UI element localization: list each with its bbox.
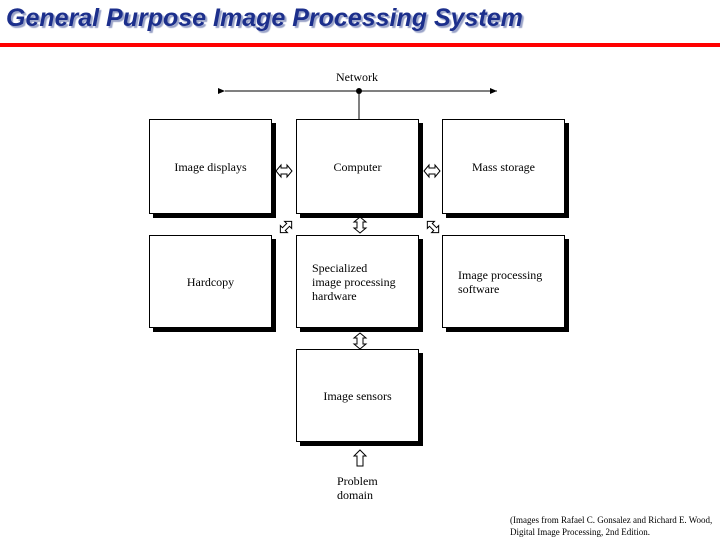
mass-storage-label: Mass storage [472, 159, 535, 174]
mass-storage-box: Mass storage [442, 119, 565, 214]
image-sensors-label: Image sensors [323, 388, 392, 403]
hardcopy-label: Hardcopy [186, 274, 235, 289]
double-arrow-icon [352, 332, 368, 350]
image-displays-label: Image displays [174, 159, 247, 174]
image-processing-software-box: Image processing software [442, 235, 565, 328]
double-arrow-icon [423, 163, 441, 179]
image-processing-software-label: Image processing software [458, 267, 543, 296]
title-divider [0, 43, 720, 47]
double-arrow-icon [352, 216, 368, 234]
source-citation: (Images from Rafael C. Gonsalez and Rich… [510, 515, 713, 537]
computer-label: Computer [333, 159, 382, 174]
image-sensors-box: Image sensors [296, 349, 419, 442]
up-arrow-icon [352, 449, 368, 467]
computer-box: Computer [296, 119, 419, 214]
double-arrow-icon [426, 220, 440, 234]
slide-title: General Purpose Image Processing System [6, 4, 523, 32]
image-displays-box: Image displays [149, 119, 272, 214]
double-arrow-icon [279, 220, 293, 234]
specialized-hardware-label: Specialized image processing hardware [312, 260, 396, 303]
specialized-hardware-box: Specialized image processing hardware [296, 235, 419, 328]
hardcopy-box: Hardcopy [149, 235, 272, 328]
network-label: Network [336, 70, 378, 84]
double-arrow-icon [275, 163, 293, 179]
problem-domain-label: Problem domain [337, 474, 378, 502]
